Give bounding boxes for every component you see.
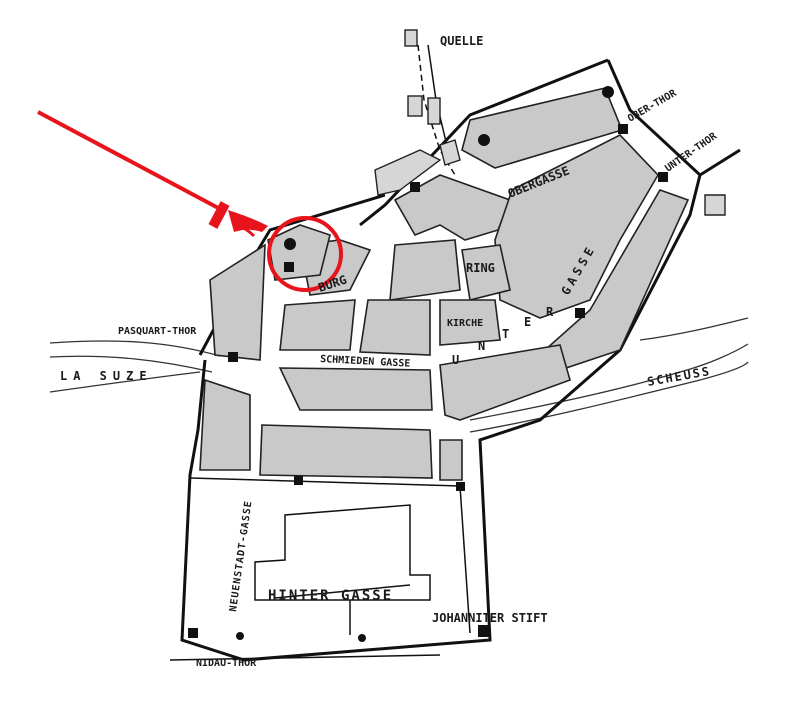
building-blocks [199, 87, 726, 481]
label-ring: RING [466, 261, 495, 275]
label-untergasse-r: R [546, 305, 554, 319]
label-quelle: QUELLE [440, 34, 483, 48]
label-kirche: KIRCHE [447, 318, 483, 329]
label-johanniter-stift: JOHANNITER STIFT [432, 611, 548, 625]
label-neuenstadt-gasse: NEUENSTADT-GASSE [228, 500, 255, 613]
label-nidau-thor: NIDAU-THOR [196, 658, 257, 669]
highlight-arrow [37, 110, 223, 212]
label-untergasse-t: T [502, 327, 509, 341]
label-untergasse-u: U [452, 353, 459, 367]
label-la-suze: LA SUZE [60, 369, 153, 383]
highlight-circle [267, 216, 343, 292]
label-untergasse-n: N [478, 339, 485, 353]
river-scheuss [469, 317, 749, 433]
aqueduct [404, 29, 456, 176]
label-schmieden-gasse: SCHMIEDEN GASSE [320, 354, 411, 370]
label-ober-thor: OBER-THOR [626, 87, 679, 124]
river-suze [49, 340, 221, 393]
label-untergasse-e: E [524, 315, 531, 329]
inner-streets [254, 504, 431, 635]
label-hinter-gasse: HINTER GASSE [268, 588, 393, 604]
label-pasquart-thor: PASQUART-THOR [118, 326, 197, 337]
pointing-hand-icon [208, 201, 268, 238]
highlight-annotation [37, 110, 343, 292]
wall-towers [188, 86, 668, 642]
